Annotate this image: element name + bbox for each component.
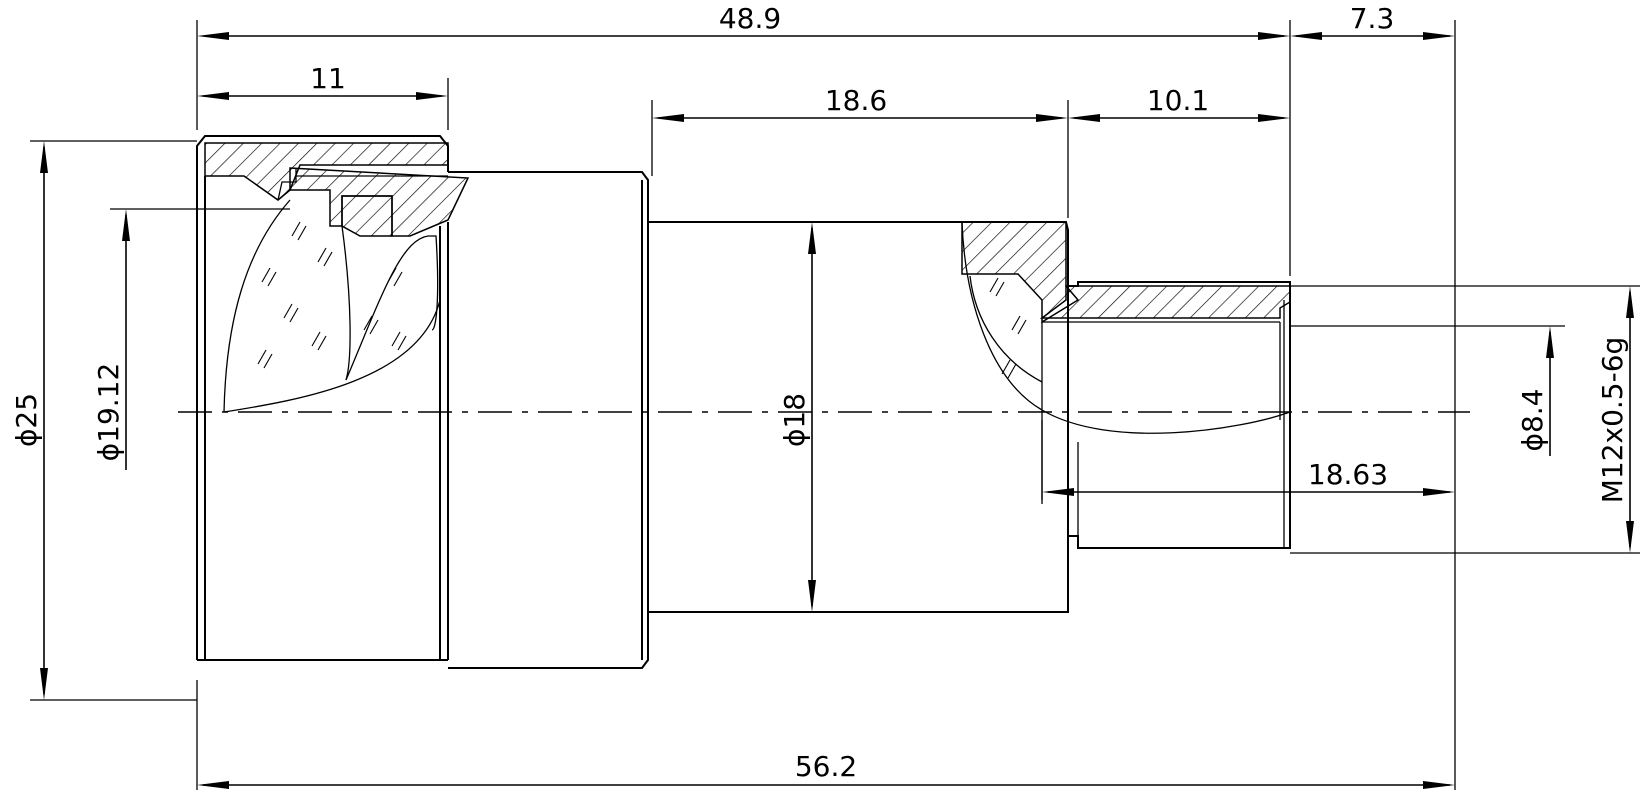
extension-lines — [30, 20, 1640, 790]
dim-mid-section-length: 18.6 — [825, 84, 887, 117]
dim-thread-extension: 7.3 — [1350, 2, 1395, 35]
dim-front-ring-length: 11 — [310, 62, 346, 95]
dimension-lines — [40, 32, 1634, 789]
dim-rear-bore-diameter: ϕ8.4 — [1516, 389, 1549, 452]
section-hatching — [204, 142, 1291, 324]
dim-body-length: 48.9 — [719, 2, 781, 35]
lens-elements — [223, 199, 1291, 434]
dim-front-lens-diameter: ϕ19.12 — [92, 363, 125, 462]
dim-outer-diameter: ϕ25 — [10, 393, 43, 447]
part-outline — [196, 135, 1291, 669]
dim-mount-thread: M12x0.5-6g — [1596, 337, 1629, 504]
dim-overall-length: 56.2 — [795, 750, 857, 783]
dim-barrel-diameter: ϕ18 — [778, 393, 811, 447]
dim-rear-bore-length: 18.63 — [1308, 458, 1388, 491]
dim-rear-step-length: 10.1 — [1147, 84, 1209, 117]
